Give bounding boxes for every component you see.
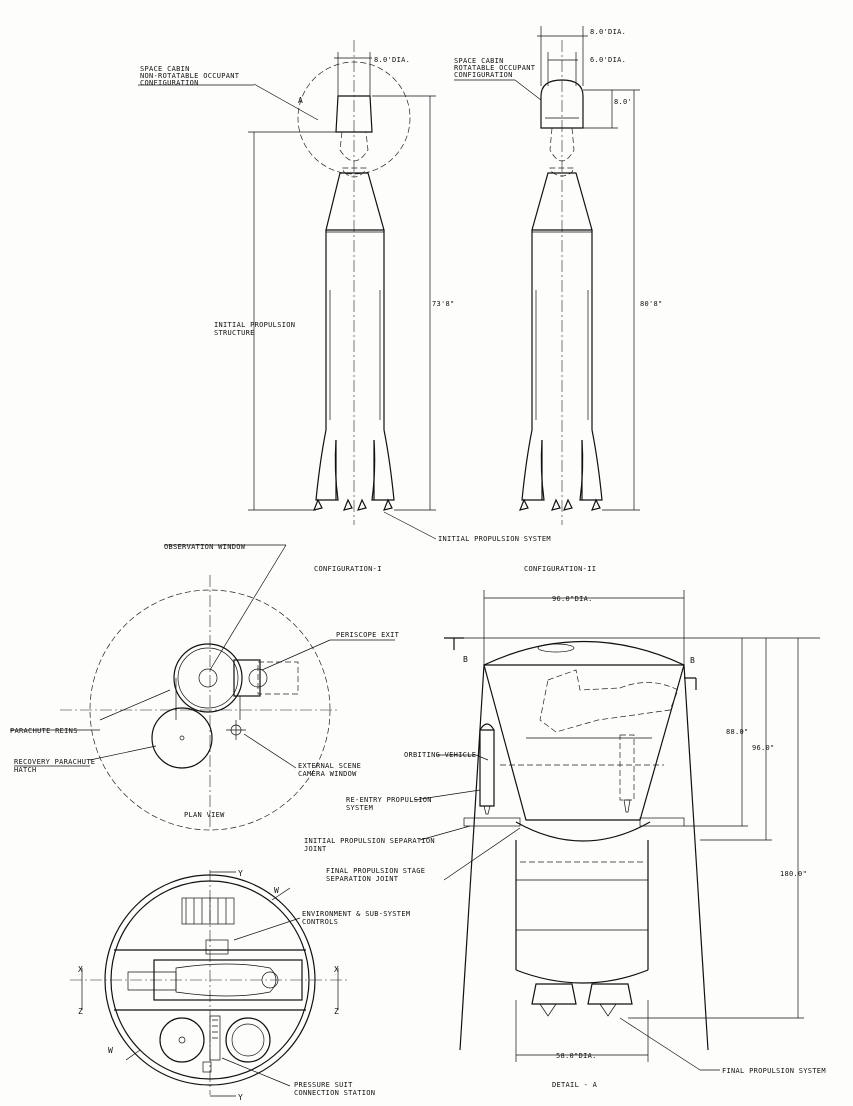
c2-cabin-label-3: CONFIGURATION [454, 71, 513, 79]
axis-z-left: Z [78, 1007, 83, 1016]
detail-bottom-dia: 58.0"DIA. [556, 1052, 597, 1060]
detail-180-dimension: 180.0" [780, 870, 807, 878]
final-propulsion-system-label: FINAL PROPULSION SYSTEM [722, 1067, 826, 1075]
reentry-propulsion-label-1: RE-ENTRY PROPULSION [346, 796, 432, 804]
recovery-parachute-label-1: RECOVERY PARACHUTE [14, 758, 95, 766]
configuration-2-rocket [454, 26, 640, 525]
parachute-reins-label: PARACHUTE REINS [10, 727, 78, 735]
c2-cabin-label-1: SPACE CABIN [454, 57, 504, 65]
external-camera-label-2: CAMERA WINDOW [298, 770, 357, 778]
axis-x-left: X [78, 965, 83, 974]
c2-cabin-height: 8.0' [614, 98, 632, 106]
recovery-parachute-label-2: HATCH [14, 766, 37, 774]
axis-z-right: Z [334, 1007, 339, 1016]
final-separation-label-1: FINAL PROPULSION STAGE [326, 867, 425, 875]
c1-cabin-label-2: NON-ROTATABLE OCCUPANT [140, 72, 240, 80]
drawing-labels: SPACE CABIN NON-ROTATABLE OCCUPANT CONFI… [10, 28, 826, 1102]
c1-cabin-label-1: SPACE CABIN [140, 65, 190, 73]
initial-propulsion-structure-2: STRUCTURE [214, 329, 255, 337]
initial-propulsion-structure-1: INITIAL PROPULSION [214, 321, 295, 329]
observation-window-label: OBSERVATION WINDOW [164, 543, 246, 551]
section-b-right: B [690, 656, 695, 665]
axis-x-right: X [334, 965, 339, 974]
plan-view-drawing [10, 544, 395, 831]
pressure-suit-1: PRESSURE SUIT [294, 1081, 353, 1089]
initial-separation-label-1: INITIAL PROPULSION SEPARATION [304, 837, 435, 845]
external-camera-label-1: EXTERNAL SCENE [298, 762, 361, 770]
orbiting-vehicle-label: ORBITING VEHICLE [404, 751, 476, 759]
c2-dia-outer: 8.0'DIA. [590, 28, 626, 36]
detail-88-dimension: 88.0" [726, 728, 749, 736]
axis-w-bottom: W [108, 1046, 113, 1055]
section-b-left: B [463, 655, 468, 664]
detail-a-drawing [413, 590, 820, 1071]
c2-cabin-label-2: ROTATABLE OCCUPANT [454, 64, 536, 72]
c1-cabin-label-3: CONFIGURATION [140, 79, 199, 87]
detail-96-dimension: 96.0" [752, 744, 775, 752]
pressure-suit-2: CONNECTION STATION [294, 1089, 375, 1097]
axis-w-top: W [274, 886, 279, 895]
c1-height-dimension: 73'8" [432, 300, 455, 308]
reentry-propulsion-label-2: SYSTEM [346, 804, 373, 812]
initial-propulsion-system: INITIAL PROPULSION SYSTEM [438, 535, 551, 543]
cabin-section-drawing [70, 870, 350, 1097]
final-separation-label-2: SEPARATION JOINT [326, 875, 399, 883]
c2-height-dimension: 80'8" [640, 300, 663, 308]
c1-dia-dimension: 8.0'DIA. [374, 56, 410, 64]
c2-dia-inner: 6.0'DIA. [590, 56, 626, 64]
detail-marker-a: A [298, 96, 303, 105]
config-2-title: CONFIGURATION-II [524, 565, 596, 573]
periscope-exit-label: PERISCOPE EXIT [336, 631, 400, 639]
axis-y-bottom: Y [238, 1093, 243, 1102]
axis-y-top: Y [238, 869, 243, 878]
detail-a-title: DETAIL - A [552, 1081, 598, 1089]
initial-separation-label-2: JOINT [304, 845, 327, 853]
config-1-title: CONFIGURATION-I [314, 565, 382, 573]
configuration-1-rocket [138, 40, 437, 540]
environment-controls-1: ENVIRONMENT & SUB-SYSTEM [302, 910, 410, 918]
detail-top-dia: 96.0"DIA. [552, 595, 593, 603]
plan-view-title: PLAN VIEW [184, 811, 225, 819]
environment-controls-2: CONTROLS [302, 918, 338, 926]
